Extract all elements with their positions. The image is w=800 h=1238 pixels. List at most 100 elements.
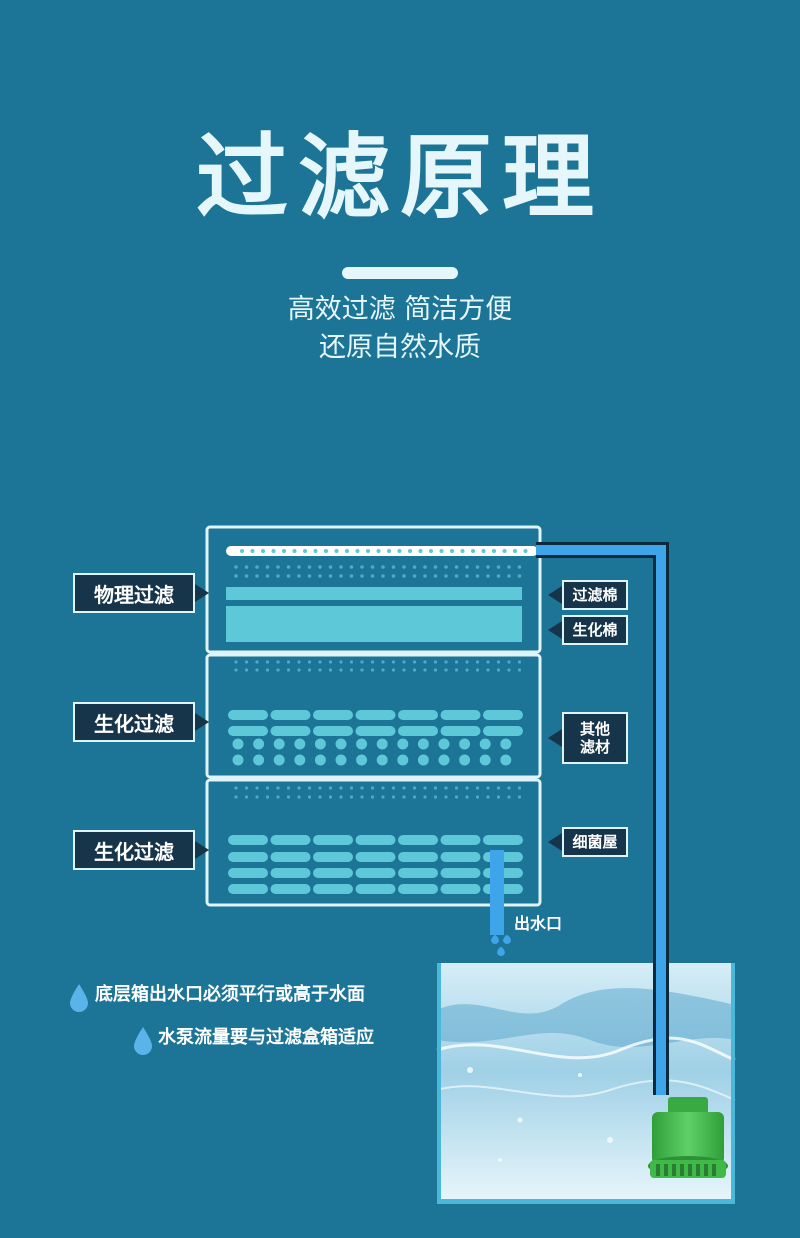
- bio-pill: [398, 710, 438, 720]
- drip-dot: [244, 565, 249, 569]
- drip-dot: [286, 668, 291, 672]
- drip-dot: [276, 786, 280, 790]
- drip-dot: [444, 565, 448, 569]
- drip-dot: [255, 795, 259, 799]
- drip-dot: [465, 668, 469, 672]
- bacteria-house-pill: [440, 852, 481, 862]
- bio-ball: [500, 738, 512, 750]
- water-drop-icon: [70, 984, 88, 1012]
- drip-dot: [402, 668, 406, 672]
- drip-dot: [496, 660, 501, 664]
- drip-dot: [486, 660, 490, 664]
- spray-hole: [324, 549, 328, 553]
- bio-pill: [313, 710, 353, 720]
- drip-dot: [402, 565, 406, 569]
- pointer-arrow: [548, 833, 562, 851]
- spray-hole: [366, 549, 370, 553]
- subtitle-line-1: 高效过滤 简洁方便: [287, 294, 513, 325]
- drip-dot: [244, 786, 249, 790]
- water-pump: [648, 1097, 728, 1178]
- drip-dot: [507, 660, 511, 664]
- drip-dot: [454, 795, 459, 799]
- spray-hole: [303, 549, 307, 553]
- bio-ball: [314, 738, 326, 750]
- drip-dot: [496, 668, 501, 672]
- drip-dot: [433, 660, 438, 664]
- drip-dot: [265, 795, 270, 799]
- drip-dot: [318, 668, 322, 672]
- drip-dot: [454, 660, 459, 664]
- pointer-arrow: [548, 586, 562, 604]
- title-underline: [342, 267, 458, 279]
- drip-dot: [517, 786, 522, 790]
- drip-dot: [412, 668, 417, 672]
- bio-pill: [228, 726, 268, 736]
- drip-dot: [402, 660, 406, 664]
- drip-dot: [507, 574, 511, 578]
- label-other-media-text: 其他滤材: [579, 720, 610, 756]
- drip-dot: [286, 795, 291, 799]
- drip-dot: [517, 565, 522, 569]
- bacteria-house-pill: [313, 868, 353, 878]
- drip-dot: [360, 565, 364, 569]
- drip-dot: [244, 660, 249, 664]
- subtitle-line-2: 还原自然水质: [319, 332, 481, 363]
- bacteria-house-pill: [355, 852, 396, 862]
- spray-hole: [523, 549, 528, 553]
- drip-dot: [475, 786, 480, 790]
- bio-ball: [253, 738, 265, 750]
- drip-dot: [381, 565, 385, 569]
- drip-dot: [297, 574, 301, 578]
- outlet-pipe: [490, 850, 511, 956]
- drip-dot: [433, 565, 438, 569]
- label-other-media: 其他滤材: [562, 712, 628, 764]
- drip-dot: [465, 565, 469, 569]
- drip-dot: [391, 786, 396, 790]
- drip-dot: [391, 660, 396, 664]
- drip-dot: [339, 660, 343, 664]
- drip-dot: [255, 786, 259, 790]
- drip-dot: [297, 668, 301, 672]
- drip-dot: [339, 668, 343, 672]
- drip-dot: [286, 574, 291, 578]
- bacteria-house-rows: [228, 835, 523, 894]
- bio-ball: [459, 754, 471, 766]
- drip-dot: [339, 786, 343, 790]
- spray-hole: [471, 549, 475, 553]
- drip-dot: [454, 565, 459, 569]
- drip-dot: [286, 660, 291, 664]
- drip-dot: [517, 795, 522, 799]
- drip-dot: [297, 565, 301, 569]
- bio-ball: [356, 738, 368, 750]
- bio-ball: [417, 738, 429, 750]
- drip-dot: [433, 795, 438, 799]
- drip-dot: [465, 795, 469, 799]
- drip-dot: [307, 574, 312, 578]
- spray-hole: [502, 549, 507, 553]
- drip-dot: [244, 574, 249, 578]
- bacteria-house-pill: [270, 852, 311, 862]
- pointer-arrow: [548, 729, 562, 747]
- bio-pill: [270, 726, 311, 736]
- spray-hole: [450, 549, 454, 553]
- drip-dot: [234, 660, 238, 664]
- drip-dot: [486, 565, 490, 569]
- bacteria-house-pill: [483, 835, 523, 845]
- drip-dot: [349, 786, 354, 790]
- drip-dot: [307, 795, 312, 799]
- drip-dot: [433, 786, 438, 790]
- drip-dot: [486, 574, 490, 578]
- drip-dot: [412, 565, 417, 569]
- bacteria-house-pill: [228, 884, 268, 894]
- bio-pill: [355, 726, 396, 736]
- drip-dot: [276, 660, 280, 664]
- drip-dot: [328, 574, 333, 578]
- bacteria-house-pill: [398, 835, 438, 845]
- spray-hole: [261, 549, 265, 553]
- drip-dot: [360, 660, 364, 664]
- bio-pill: [440, 726, 481, 736]
- bio-pill: [398, 726, 438, 736]
- drip-dot: [339, 795, 343, 799]
- label-filter-cotton: 过滤棉: [562, 580, 628, 610]
